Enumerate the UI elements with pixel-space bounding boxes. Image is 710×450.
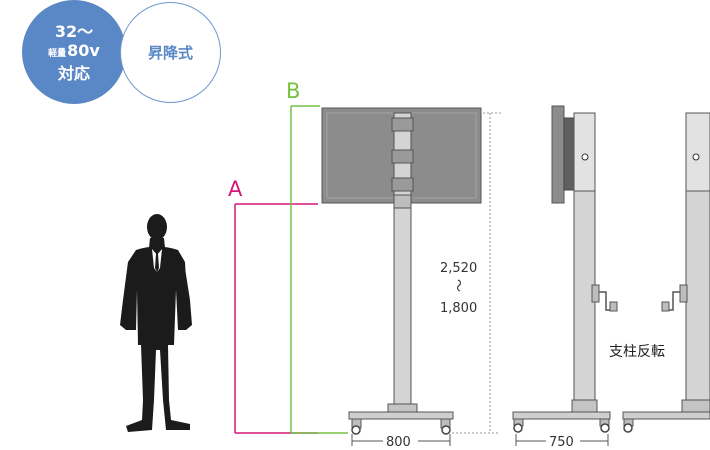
dimension-b: [290, 105, 348, 434]
marker-b: B: [286, 79, 300, 103]
column-reverse-label: 支柱反転: [609, 344, 665, 360]
size-badge-max-size: 80v: [67, 40, 100, 60]
size-badge-line1: 32〜: [54, 21, 94, 41]
reversed-base: [622, 411, 710, 420]
size-badge: 32〜 軽量80v 対応: [22, 0, 126, 104]
display-screen-side: [551, 105, 565, 204]
height-dimension: [452, 112, 503, 434]
person-shirt: [152, 249, 162, 272]
front-view-stand: [321, 107, 482, 435]
height-range-separator: 〜: [450, 279, 465, 292]
caster-wheel: [441, 425, 451, 435]
caster-wheel: [600, 423, 610, 433]
size-badge-line3: 対応: [57, 63, 90, 83]
crank-handle: [591, 284, 600, 303]
side-view-reversed-stand: [622, 112, 710, 433]
marker-a: A: [228, 177, 243, 201]
height-max-label: 2,520: [440, 261, 477, 276]
caster-wheel: [351, 425, 361, 435]
crank-handle: [679, 284, 688, 303]
front-base: [348, 411, 454, 420]
width-label: 800: [386, 435, 411, 450]
width-dimension: [351, 434, 451, 446]
depth-dimension: [515, 434, 609, 446]
depth-label: 750: [549, 435, 574, 450]
person-silhouette: [120, 214, 192, 432]
dimension-a: [234, 203, 318, 434]
lift-type-label: 昇降式: [147, 44, 193, 62]
height-min-label: 1,800: [440, 301, 477, 316]
side-base: [512, 411, 611, 420]
caster-wheel: [513, 423, 523, 433]
size-badge-line2: 軽量80v: [48, 41, 100, 64]
size-badge-weight-label: 軽量: [48, 48, 67, 59]
caster-wheel: [623, 423, 633, 433]
lift-type-badge: 昇降式: [120, 2, 221, 103]
side-view-stand: [512, 105, 618, 433]
